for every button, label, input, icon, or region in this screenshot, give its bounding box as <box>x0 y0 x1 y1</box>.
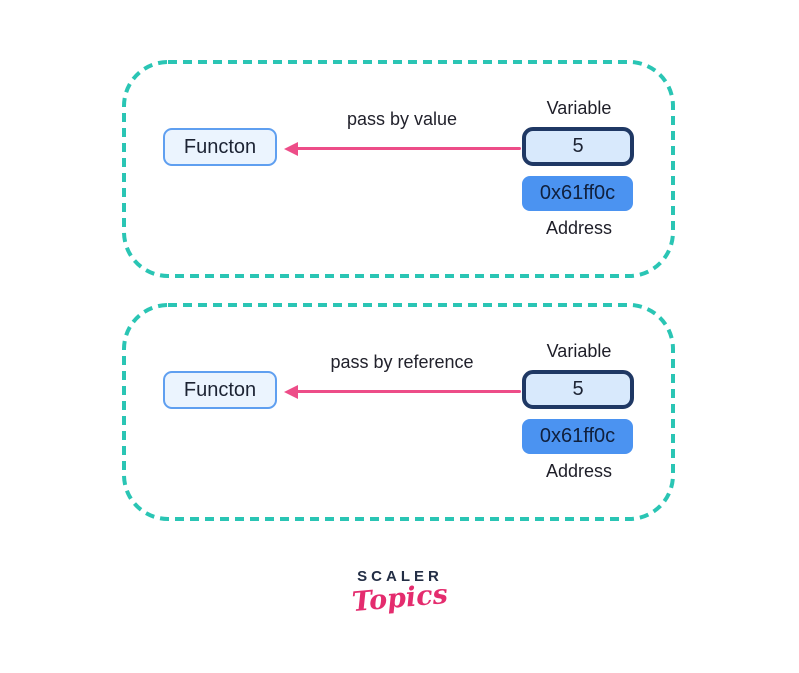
address-label: Address <box>545 218 613 238</box>
address-value: 0x61ff0c <box>539 425 616 447</box>
dashed-border <box>122 60 675 278</box>
left-arrow-line-icon <box>296 147 521 150</box>
function-box-label: Functon <box>183 135 257 158</box>
variable-value-box: 5 <box>522 127 634 166</box>
panel-pass-by-reference: Functon pass by reference Variable 5 0x6… <box>122 303 675 521</box>
panel-pass-by-value: Functon pass by value Variable 5 0x61ff0… <box>122 60 675 278</box>
logo-brand-text: SCALER <box>357 568 443 585</box>
function-box-label: Functon <box>183 378 257 401</box>
variable-label: Variable <box>546 341 612 361</box>
left-arrow-head-icon <box>284 385 298 399</box>
address-value-box: 0x61ff0c <box>522 176 633 211</box>
function-box: Functon <box>163 128 277 166</box>
function-box: Functon <box>163 371 277 409</box>
left-arrow-head-icon <box>284 142 298 156</box>
address-value-box: 0x61ff0c <box>522 419 633 454</box>
address-value: 0x61ff0c <box>539 182 616 204</box>
arrow-label: pass by value <box>346 109 458 129</box>
variable-value: 5 <box>572 378 584 400</box>
variable-label: Variable <box>546 98 612 118</box>
left-arrow-line-icon <box>296 390 521 393</box>
variable-value-box: 5 <box>522 370 634 409</box>
dashed-border <box>122 303 675 521</box>
variable-value: 5 <box>572 135 584 157</box>
scaler-topics-logo: SCALER Topics <box>300 568 500 618</box>
address-label: Address <box>545 461 613 481</box>
arrow-label: pass by reference <box>330 352 474 372</box>
logo-sub-text: Topics <box>350 578 450 619</box>
